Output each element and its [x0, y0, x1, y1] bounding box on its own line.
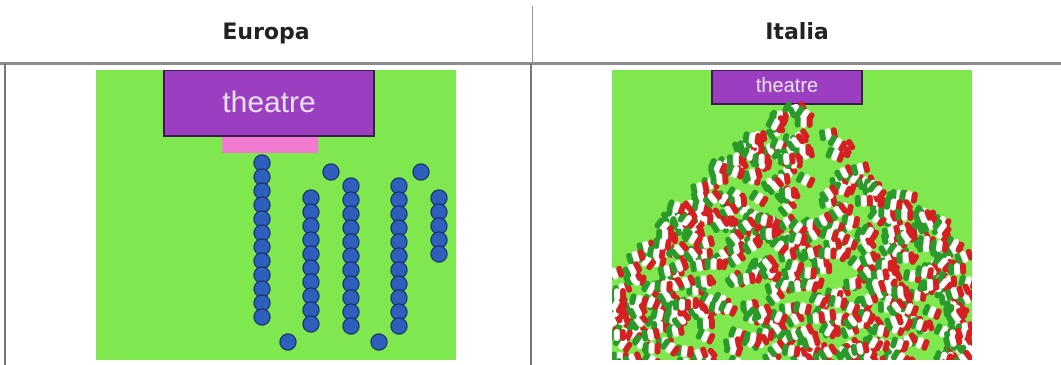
queue-person: [254, 309, 270, 325]
crowd-person: [697, 317, 715, 330]
crowd-person: [742, 131, 761, 145]
crowd-person: [948, 263, 967, 276]
italia-crowd-illustration: theatre: [612, 70, 972, 360]
crowd-person: [654, 280, 673, 293]
crowd-person: [779, 187, 797, 200]
queue-person: [280, 334, 296, 350]
crowd-person: [895, 209, 913, 221]
crowd-person: [855, 195, 873, 207]
cell-border-left: [4, 64, 6, 365]
crowd-person: [795, 115, 813, 128]
europa-queue-illustration: theatre: [96, 70, 456, 360]
europa-scene-svg: theatre: [96, 70, 456, 360]
crowd-person: [653, 237, 672, 251]
crowd-person: [777, 152, 796, 165]
column-header-europa: Europa: [0, 0, 532, 64]
theatre-label: theatre: [756, 75, 818, 97]
italia-scene-svg: theatre: [612, 70, 972, 360]
crowd-person: [710, 173, 729, 186]
cell-border-middle: [530, 64, 532, 365]
queue-person: [391, 318, 407, 334]
queue-person: [343, 318, 359, 334]
crowd-person: [891, 286, 909, 299]
crowd-person: [921, 278, 940, 291]
crowd-person: [781, 344, 800, 358]
column-header-italia: Italia: [533, 0, 1061, 64]
crowd-person: [704, 258, 722, 271]
crowd-person: [737, 272, 756, 286]
queue-person: [303, 316, 319, 332]
crowd-person: [673, 299, 691, 311]
theatre-label: theatre: [222, 86, 315, 119]
theatre-door: [222, 137, 318, 153]
queue-person: [413, 164, 429, 180]
crowd-person: [694, 274, 713, 288]
crowd-person: [843, 277, 862, 291]
crowd-person: [818, 247, 836, 260]
crowd-person: [642, 342, 660, 355]
table-header-row: Europa Italia: [0, 0, 1061, 64]
queue-person: [371, 334, 387, 350]
crowd-person: [930, 239, 949, 253]
queue-person: [431, 246, 447, 262]
crowd-person: [752, 153, 770, 166]
queue-person: [323, 164, 339, 180]
crowd-person: [896, 251, 915, 264]
